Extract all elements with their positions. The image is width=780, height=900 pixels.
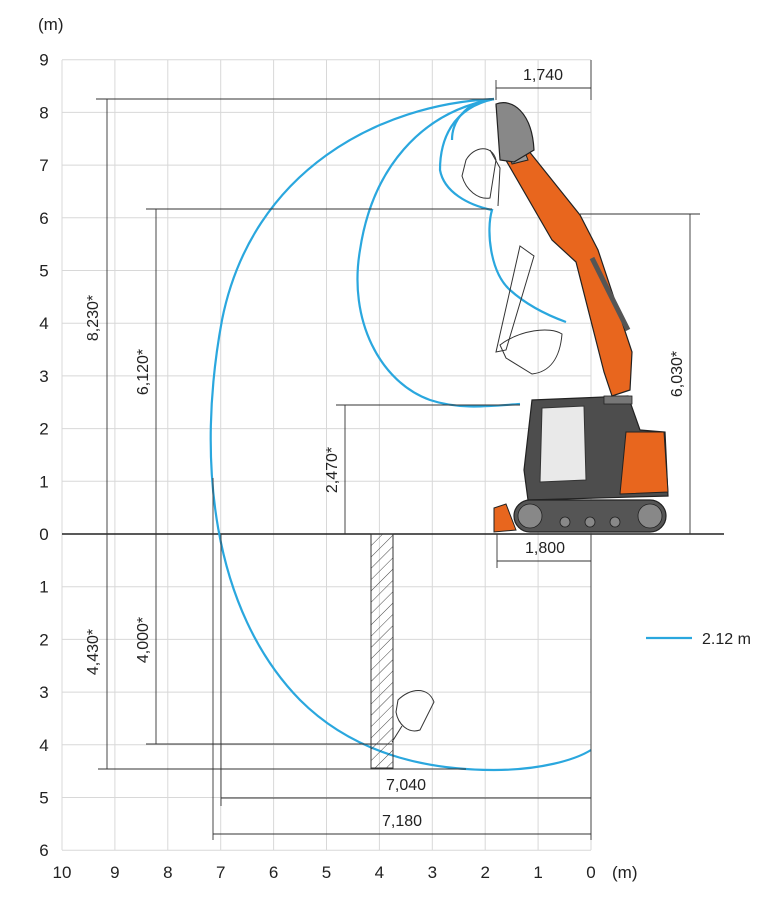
y-tick-label: 6 (39, 841, 48, 860)
dim-max-reach: 7,180 (382, 813, 422, 830)
rops-roof (603, 395, 633, 405)
y-tick-label: 1 (39, 472, 48, 491)
y-tick-label: 7 (39, 156, 48, 175)
y-tick-label: 5 (39, 262, 48, 281)
y-tick-label: 2 (39, 420, 48, 439)
y-tick-label: 5 (39, 789, 48, 808)
y-tick-label: 0 (39, 525, 48, 544)
dim-vertical-wall-depth: 4,000* (135, 617, 152, 663)
dim-front-swing-radius: 1,740 (523, 67, 563, 84)
x-tick-label: 5 (322, 863, 331, 882)
vertical-wall-hatch (370, 533, 394, 769)
cab-window (539, 405, 587, 483)
y-tick-label: 6 (39, 209, 48, 228)
excavator (391, 102, 669, 743)
x-tick-label: 4 (375, 863, 384, 882)
y-tick-label: 3 (39, 683, 48, 702)
dimension-lines (96, 60, 700, 840)
x-tick-label: 3 (428, 863, 437, 882)
dim-max-digging-height: 8,230* (85, 295, 102, 341)
track (513, 499, 667, 533)
x-tick-label: 8 (163, 863, 172, 882)
ghost-attachments (391, 148, 563, 743)
working-envelope (209, 97, 592, 772)
legend-label: 2.12 m (702, 631, 751, 648)
envelope-middle (356, 97, 521, 408)
envelope-outer (209, 97, 592, 772)
x-tick-label: 6 (269, 863, 278, 882)
x-tick-label: 10 (53, 863, 72, 882)
y-axis-unit: (m) (38, 15, 63, 34)
counterweight (619, 431, 669, 495)
dim-max-dumping-height: 6,120* (135, 349, 152, 395)
dimension-labels: 8,230* 6,120* 2,470* 4,430* 4,000* 6,030… (85, 67, 686, 830)
dozer-blade (493, 503, 517, 533)
dim-max-digging-depth: 4,430* (85, 629, 102, 675)
x-tick-label: 0 (586, 863, 595, 882)
y-tick-label: 8 (39, 103, 48, 122)
y-tick-label: 1 (39, 578, 48, 597)
boom-cylinder (589, 256, 631, 332)
envelope-bucket-loop (450, 97, 495, 141)
boom (499, 139, 633, 397)
envelope-inner (438, 97, 567, 324)
dim-overall-height: 6,030* (669, 351, 686, 397)
y-tick-label: 9 (39, 51, 48, 70)
x-tick-label: 2 (480, 863, 489, 882)
dim-rear-reach: 1,800 (525, 540, 565, 557)
x-axis-unit: (m) (612, 863, 637, 882)
bucket-top (495, 102, 535, 163)
x-tick-label: 1 (533, 863, 542, 882)
legend: 2.12 m (646, 631, 751, 648)
y-tick-label: 4 (39, 314, 48, 333)
x-tick-label: 9 (110, 863, 119, 882)
dim-min-swing-height: 2,470* (324, 447, 341, 493)
y-tick-labels: 0 1 2 3 4 5 6 7 8 9 1 2 3 4 5 6 (39, 51, 48, 861)
y-tick-label: 4 (39, 736, 48, 755)
y-tick-label: 2 (39, 630, 48, 649)
dim-max-reach-ground: 7,040 (386, 777, 426, 794)
track-rollers (517, 503, 663, 529)
x-tick-label: 7 (216, 863, 225, 882)
y-tick-label: 3 (39, 367, 48, 386)
